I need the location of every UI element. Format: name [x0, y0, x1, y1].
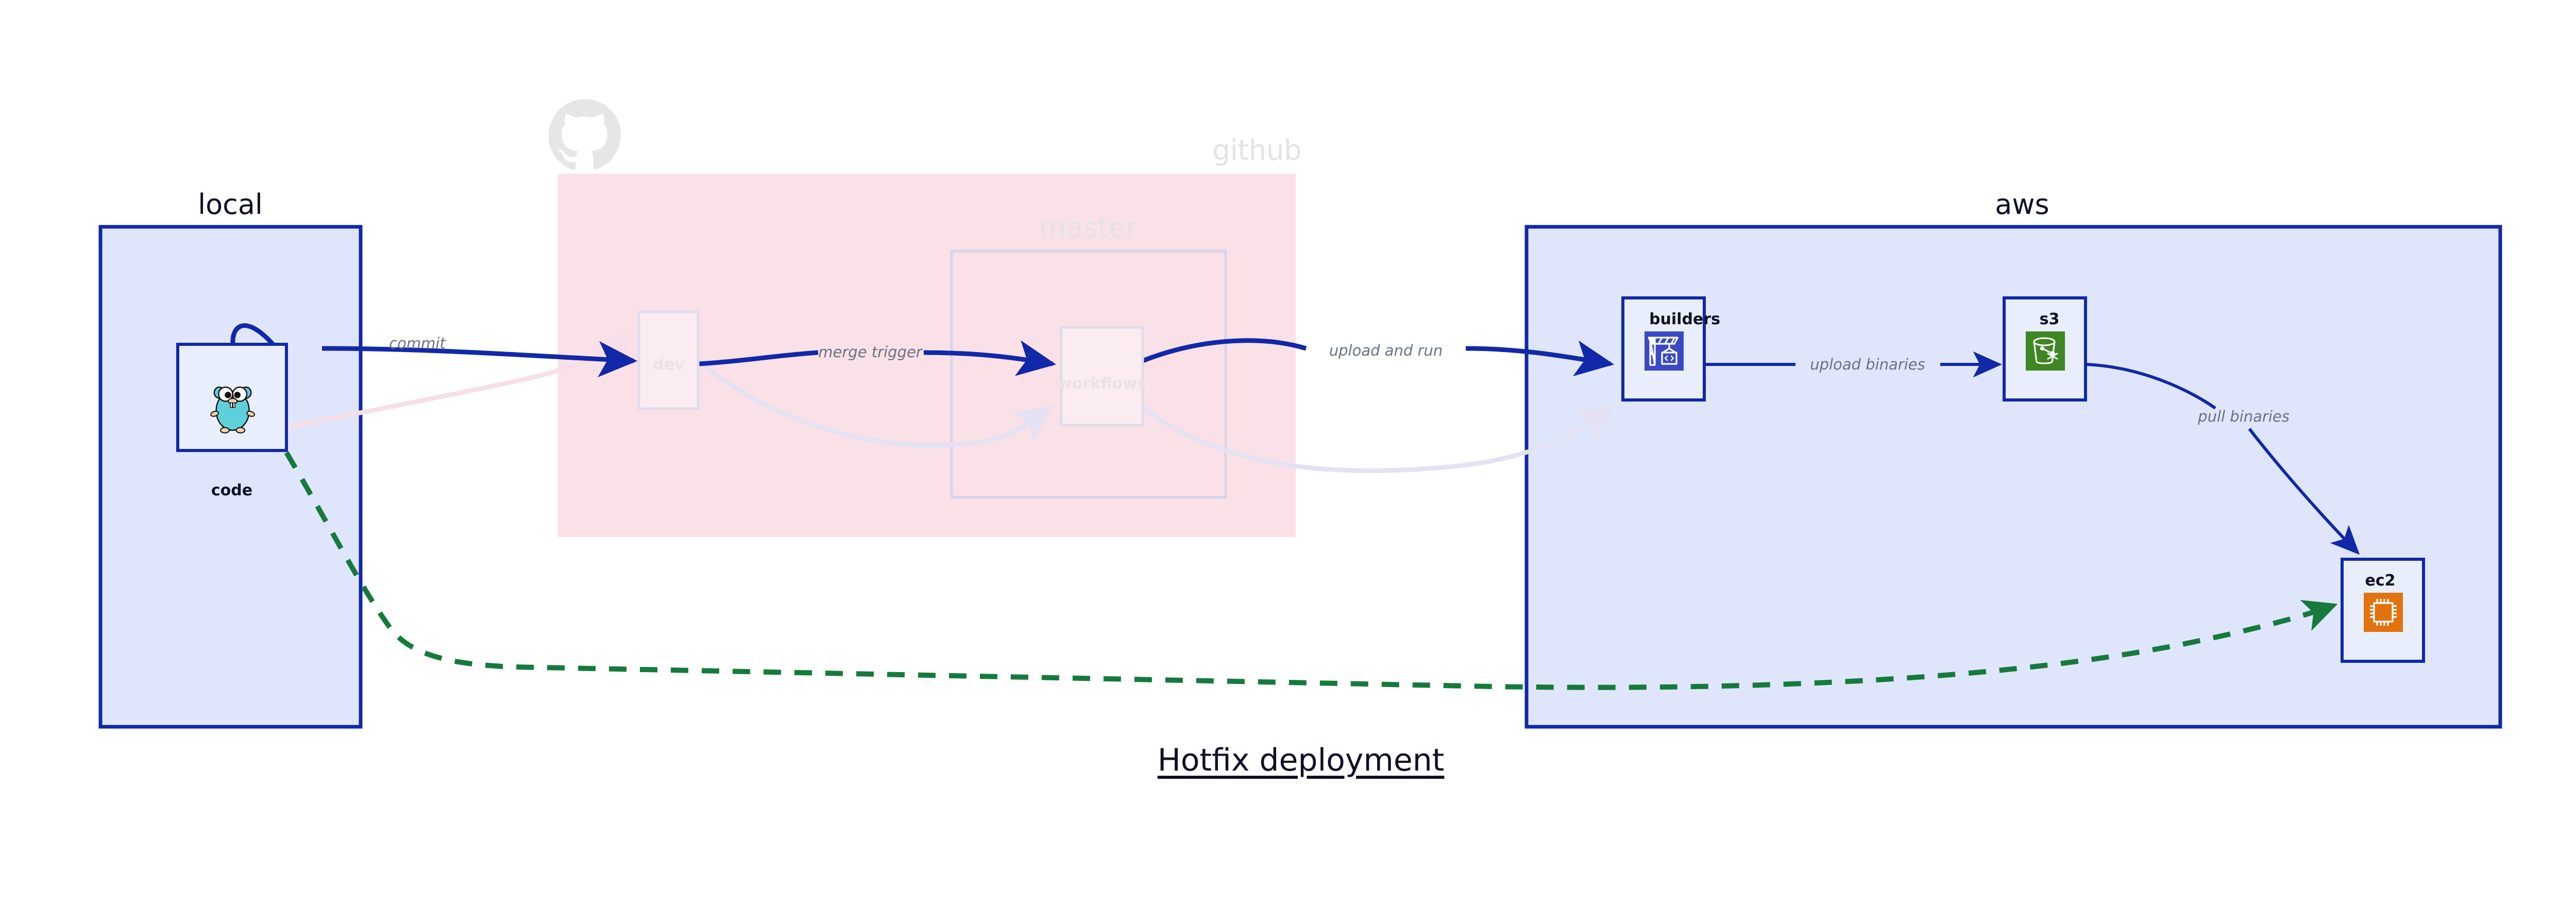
go-gopher-icon [210, 386, 255, 433]
zone-label-aws: aws [1995, 188, 2049, 221]
aws-ec2-chip-icon [2364, 593, 2403, 632]
diagram-title: Hotfix deployment [1157, 742, 1445, 778]
edge-label-merge-trigger: merge trigger [818, 343, 922, 361]
node-label-s3: s3 [2039, 310, 2060, 328]
edge-dev-to-workflows-faded [698, 359, 1054, 448]
edge-label-upload-binaries: upload binaries [1810, 356, 1925, 373]
edge-label-commit: commit [389, 335, 446, 352]
edge-label-upload-and-run: upload and run [1329, 342, 1443, 359]
node-label-code: code [211, 481, 253, 499]
github-octocat-icon [548, 99, 621, 170]
edge-commit-tail [321, 341, 638, 378]
edge-pull-binaries-tail [2248, 428, 2360, 555]
zone-local [98, 225, 363, 729]
node-label-builders: builders [1649, 310, 1720, 328]
edge-merge-trigger-head [698, 350, 819, 366]
node-label-ec2: ec2 [2365, 572, 2396, 590]
zone-label-local: local [198, 188, 263, 221]
edge-upload-and-run-tail [1465, 340, 1615, 376]
node-label-dev: dev [653, 356, 685, 374]
edge-workflows-to-builders-faded [1142, 405, 1616, 473]
edge-commit [230, 323, 280, 352]
edge-merge-trigger-tail [923, 340, 1057, 376]
zone-label-github: github [1212, 134, 1302, 166]
node-label-workflows: workflows [1058, 375, 1146, 393]
edge-pull-binaries-head [2086, 363, 2216, 410]
node-workflows[interactable] [1060, 326, 1144, 427]
edge-label-pull-binaries: pull binaries [2198, 408, 2290, 425]
node-dev[interactable] [637, 310, 700, 410]
edge-code-to-ec2-dashed [284, 451, 2338, 690]
subzone-master [950, 249, 1227, 499]
subzone-label-master: master [1039, 211, 1138, 244]
edge-upload-and-run-head [1142, 338, 1307, 363]
aws-s3-bucket-icon [2026, 331, 2065, 371]
aws-codebuild-crane-icon [1645, 331, 1684, 371]
